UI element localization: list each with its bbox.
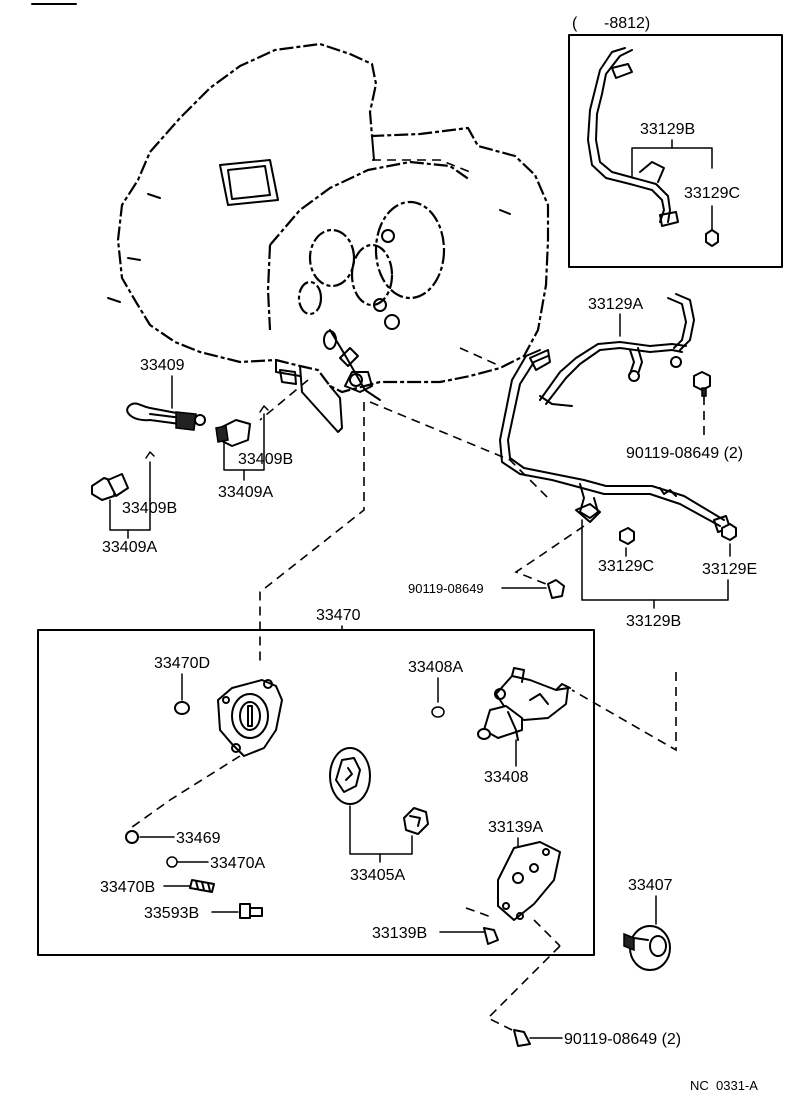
- group-33409-left: 33409B 33409A: [91, 451, 177, 556]
- label-33470A: 33470A: [210, 855, 265, 872]
- o-ring-icon: [259, 405, 269, 413]
- label-33470B: 33470B: [100, 879, 155, 896]
- label-33129A: 33129A: [588, 296, 643, 313]
- oil-pipe-assembly: 33129A 90119-08649 (2) 33129C 33129E 331…: [408, 293, 757, 752]
- part-33407: 33407: [623, 877, 673, 971]
- label-33470D: 33470D: [154, 655, 210, 672]
- inset-panel: ( -8812) 33129B 33129C: [568, 15, 783, 268]
- label-33470: 33470: [316, 607, 361, 624]
- label-33129B: 33129B: [626, 613, 681, 630]
- kit-frame: [37, 629, 595, 956]
- inset-range-label: ( -8812): [572, 15, 650, 32]
- label-33129E: 33129E: [702, 561, 757, 578]
- label-33129C: 33129C: [598, 558, 654, 575]
- oil-pump-housing-icon: [217, 679, 283, 757]
- label-bolt-bottom: 90119-08649 (2): [564, 1031, 681, 1048]
- label-bolt-main: 90119-08649 (2): [626, 445, 743, 462]
- label-33469: 33469: [176, 830, 221, 847]
- label-33409B-left: 33409B: [122, 500, 177, 517]
- fitting-icon: [91, 473, 129, 501]
- o-ring-icon: [166, 856, 178, 868]
- footer-code: NC 0331-A: [690, 1078, 758, 1093]
- bolt-icon: [513, 1029, 531, 1047]
- label-33408A: 33408A: [408, 659, 463, 676]
- fitting-icon: [215, 419, 251, 447]
- bolt-icon: [239, 903, 251, 919]
- label-33139B: 33139B: [372, 925, 427, 942]
- inset-pipe-bracket: [631, 147, 713, 177]
- union-bolt-icon: [126, 402, 206, 431]
- o-ring-icon: [145, 451, 155, 459]
- group-33409: 33409 33409B 33409A: [126, 357, 293, 501]
- inset-nut-label: 33129C: [684, 185, 740, 202]
- label-bolt-single: 90119-08649: [408, 581, 484, 596]
- label-33139A: 33139A: [488, 819, 543, 836]
- valve-body-icon: [477, 667, 571, 741]
- cover-plate-icon: [497, 841, 561, 921]
- nut-icon: [125, 830, 139, 844]
- bottom-bolt-group: 90119-08649 (2): [486, 945, 681, 1048]
- nut-icon: [705, 229, 719, 247]
- o-ring-icon: [431, 706, 445, 718]
- inset-frame: [568, 34, 783, 268]
- label-33593B: 33593B: [144, 905, 199, 922]
- inset-pipe-label: 33129B: [640, 121, 695, 138]
- pump-gear-icon: [329, 747, 371, 805]
- label-33409: 33409: [140, 357, 185, 374]
- bolt-icon: [547, 579, 565, 599]
- bolt-icon: [483, 927, 499, 945]
- oil-pipe-icon: [587, 47, 679, 227]
- oil-pump-kit-33470: 33470 33470D 33408A: [37, 607, 595, 956]
- oil-pipe-icon: [499, 293, 731, 533]
- nut-icon: [619, 527, 635, 545]
- drive-gear-icon: [403, 807, 429, 835]
- label-33409B-right: 33409B: [238, 451, 293, 468]
- label-33408: 33408: [484, 769, 529, 786]
- label-33405A: 33405A: [350, 867, 405, 884]
- pump-gear-icon: [623, 925, 671, 971]
- 33129B-bracket: [581, 519, 729, 601]
- label-33407: 33407: [628, 877, 673, 894]
- transmission-case-illustration: [107, 42, 550, 433]
- label-33409A-right: 33409A: [218, 484, 273, 501]
- nut-icon: [721, 523, 737, 541]
- bolt-icon: [693, 371, 711, 391]
- label-33409A-left: 33409A: [102, 539, 157, 556]
- case-leader-lines: [259, 159, 551, 666]
- nut-icon: [174, 701, 190, 715]
